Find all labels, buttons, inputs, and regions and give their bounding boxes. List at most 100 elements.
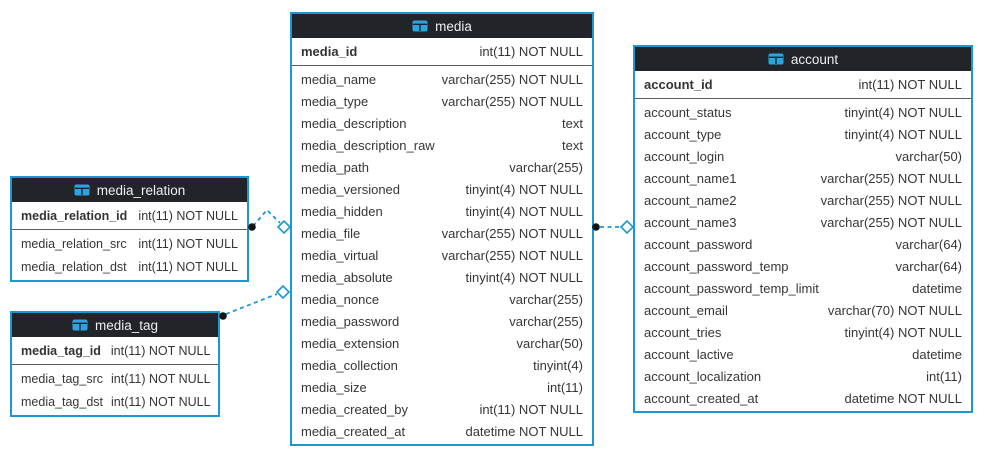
table-icon bbox=[74, 184, 90, 196]
column-type: text bbox=[562, 115, 583, 131]
table-account[interactable]: account account_id int(11) NOT NULL acco… bbox=[633, 45, 973, 413]
table-header[interactable]: account bbox=[635, 47, 971, 73]
column-name: media_virtual bbox=[301, 247, 379, 263]
table-title: media_relation bbox=[96, 182, 186, 198]
column-type: tinyint(4) NOT NULL bbox=[844, 324, 962, 340]
column-type: varchar(50) bbox=[516, 335, 583, 351]
column-type: tinyint(4) NOT NULL bbox=[465, 181, 583, 197]
column-name: media_relation_id bbox=[21, 209, 128, 223]
column-name: media_hidden bbox=[301, 203, 383, 219]
column-name: account_name1 bbox=[644, 170, 737, 186]
table-icon bbox=[768, 53, 784, 65]
column-name: account_id bbox=[644, 77, 713, 92]
column-type: datetime bbox=[912, 280, 962, 296]
column-name: account_name3 bbox=[644, 214, 737, 230]
table-media[interactable]: media media_id int(11) NOT NULL media_na… bbox=[290, 12, 594, 446]
column-type: tinyint(4) NOT NULL bbox=[465, 203, 583, 219]
column-name: media_nonce bbox=[301, 291, 380, 307]
connector-dot-endpoint bbox=[219, 312, 227, 320]
column-name: media_path bbox=[301, 159, 369, 175]
column-name: media_file bbox=[301, 225, 361, 241]
column-type: datetime bbox=[912, 346, 962, 362]
primary-key-row: media_id int(11) NOT NULL bbox=[292, 40, 592, 66]
column-name: account_password_temp_limit bbox=[644, 280, 819, 296]
column-list: account_status tinyint(4) NOT NULL accoun… bbox=[635, 99, 971, 411]
column-type: text bbox=[562, 137, 583, 153]
column-name: account_lactive bbox=[644, 346, 734, 362]
column-type: int(11) NOT NULL bbox=[111, 394, 211, 409]
column-name: media_password bbox=[301, 313, 400, 329]
column-name: media_versioned bbox=[301, 181, 401, 197]
table-row: account_login varchar(50) bbox=[635, 145, 971, 167]
table-row: media_nonce varchar(255) bbox=[292, 288, 592, 310]
column-type: varchar(255) bbox=[509, 159, 583, 175]
column-type: tinyint(4) NOT NULL bbox=[844, 126, 962, 142]
column-name: media_relation_dst bbox=[21, 259, 127, 274]
connector-media-to-account[interactable] bbox=[592, 219, 635, 235]
column-type: varchar(50) bbox=[895, 148, 962, 164]
column-type: int(11) NOT NULL bbox=[111, 371, 211, 386]
table-media-relation[interactable]: media_relation media_relation_id int(11)… bbox=[10, 176, 249, 282]
connector-media-tag-to-media[interactable] bbox=[219, 284, 291, 320]
table-row: media_tag_src int(11) NOT NULL bbox=[12, 367, 218, 390]
table-header[interactable]: media_relation bbox=[12, 178, 247, 204]
table-row: account_name1 varchar(255) NOT NULL bbox=[635, 167, 971, 189]
column-type: datetime NOT NULL bbox=[844, 390, 962, 406]
column-name: media_extension bbox=[301, 335, 400, 351]
column-list: media_tag_src int(11) NOT NULL media_tag_… bbox=[12, 365, 218, 415]
table-header[interactable]: media bbox=[292, 14, 592, 40]
column-type: int(11) bbox=[547, 379, 583, 395]
column-name: media_tag_dst bbox=[21, 394, 104, 409]
column-name: media_type bbox=[301, 93, 369, 109]
primary-key-row: media_tag_id int(11) NOT NULL bbox=[12, 339, 218, 365]
connector-media-relation-to-media[interactable] bbox=[248, 208, 292, 235]
column-name: account_login bbox=[644, 148, 725, 164]
column-name: media_size bbox=[301, 379, 367, 395]
table-icon bbox=[72, 319, 88, 331]
column-type: varchar(255) bbox=[509, 291, 583, 307]
column-type: varchar(255) NOT NULL bbox=[820, 170, 962, 186]
table-icon bbox=[412, 20, 428, 32]
column-type: tinyint(4) NOT NULL bbox=[844, 104, 962, 120]
table-row: media_hidden tinyint(4) NOT NULL bbox=[292, 200, 592, 222]
column-type: varchar(64) bbox=[895, 258, 962, 274]
column-name: media_tag_id bbox=[21, 344, 101, 358]
column-name: account_status bbox=[644, 104, 732, 120]
table-row: media_description_raw text bbox=[292, 134, 592, 156]
table-row: media_size int(11) bbox=[292, 376, 592, 398]
table-row: media_versioned tinyint(4) NOT NULL bbox=[292, 178, 592, 200]
column-type: int(11) NOT NULL bbox=[138, 209, 238, 223]
column-type: varchar(255) NOT NULL bbox=[441, 71, 583, 87]
column-name: media_description_raw bbox=[301, 137, 435, 153]
table-title: media_tag bbox=[94, 317, 159, 333]
column-name: media_created_by bbox=[301, 401, 408, 417]
column-name: media_relation_src bbox=[21, 236, 127, 251]
column-name: account_name2 bbox=[644, 192, 737, 208]
table-header[interactable]: media_tag bbox=[12, 313, 218, 339]
column-type: varchar(70) NOT NULL bbox=[827, 302, 962, 318]
column-type: varchar(255) NOT NULL bbox=[441, 225, 583, 241]
column-name: media_tag_src bbox=[21, 371, 103, 386]
column-type: varchar(64) bbox=[895, 236, 962, 252]
connector-diamond-endpoint bbox=[276, 219, 292, 235]
table-media-tag[interactable]: media_tag media_tag_id int(11) NOT NULL … bbox=[10, 311, 220, 417]
table-row: media_file varchar(255) NOT NULL bbox=[292, 222, 592, 244]
